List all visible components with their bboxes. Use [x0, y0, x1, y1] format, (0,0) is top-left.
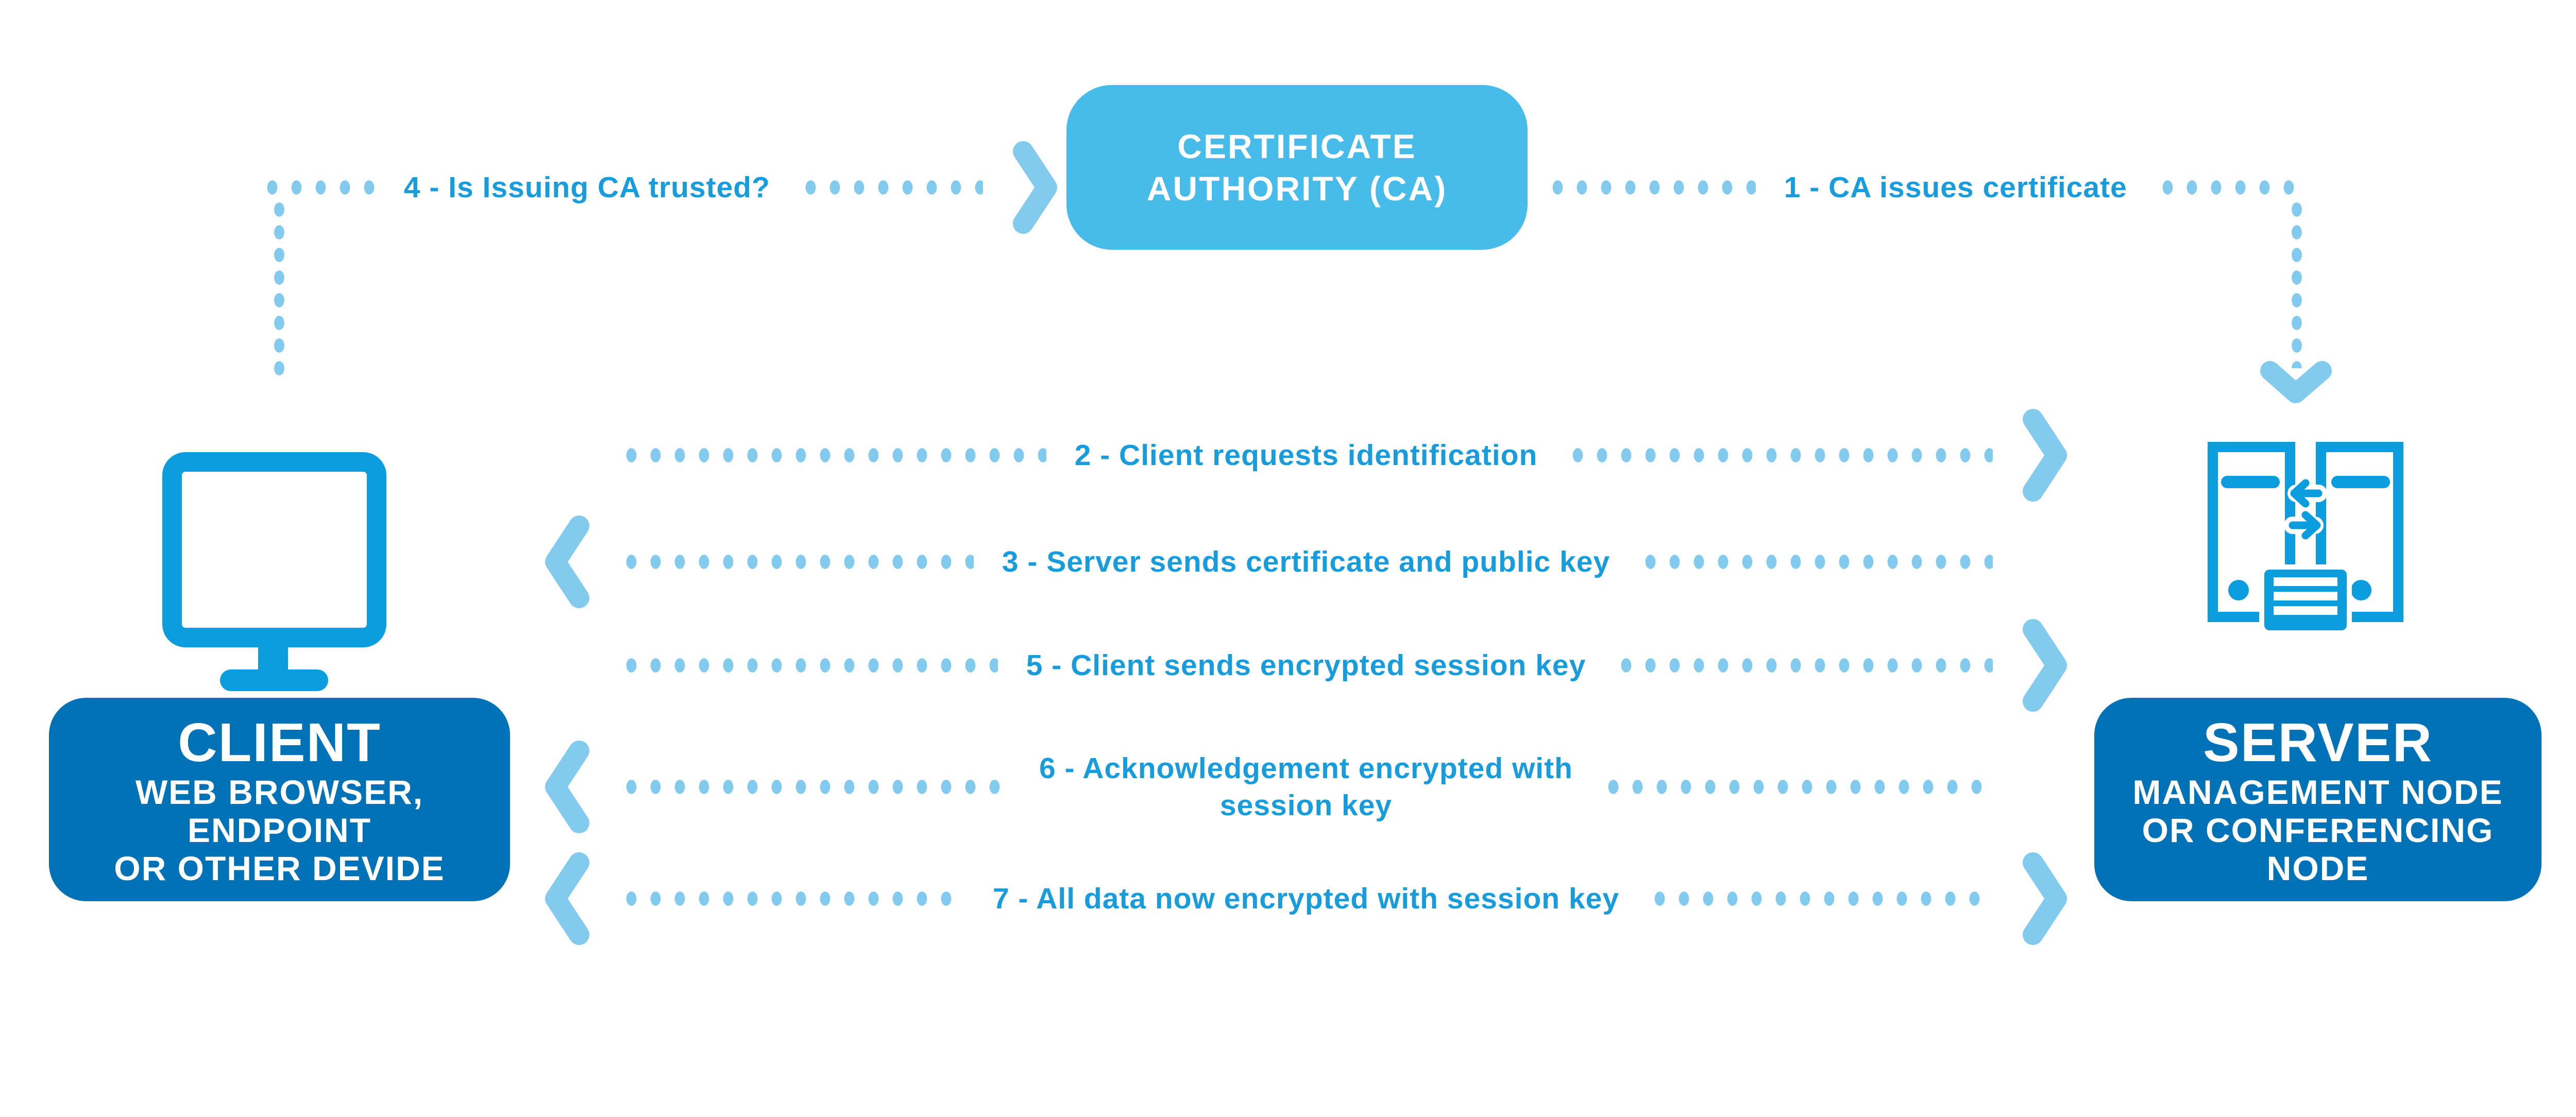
- arrowhead-spacer: [2021, 560, 2069, 564]
- flow-5-label: 5 - Client sends encrypted session key: [1026, 649, 1586, 682]
- dotted-line-segment: [1601, 779, 1993, 795]
- flow-7-arrow: 7 - All data now encrypted with session …: [544, 847, 2069, 950]
- flow-2-arrow: 2 - Client requests identification: [544, 404, 2069, 507]
- flow-2-label: 2 - Client requests identification: [1074, 439, 1538, 472]
- server-subtitle-3: NODE: [2266, 849, 2369, 887]
- ca-label-line2: AUTHORITY (CA): [1146, 169, 1448, 208]
- dotted-line-segment: [619, 448, 1046, 463]
- client-subtitle-1: WEB BROWSER,: [135, 772, 424, 811]
- flow-1-arrow: 1 - CA issues certificate: [1546, 136, 2306, 239]
- dotted-line-segment: [619, 891, 964, 906]
- dotted-line-segment: [619, 779, 1011, 795]
- arrowhead-spacer: [544, 453, 591, 457]
- arrowhead-spacer: [2021, 785, 2069, 789]
- server-towers-icon: [2208, 442, 2403, 634]
- dotted-line-segment: [798, 180, 983, 195]
- server-node: SERVER MANAGEMENT NODE OR CONFERENCING N…: [2094, 698, 2541, 901]
- flow-6-arrow: 6 - Acknowledgement encrypted with sessi…: [544, 735, 2069, 838]
- dotted-line-segment: [619, 554, 974, 570]
- flow-6-label: 6 - Acknowledgement encrypted with sessi…: [1039, 750, 1573, 824]
- arrowhead-right-icon: [2023, 852, 2067, 945]
- arrowhead-down-icon: [2260, 361, 2332, 403]
- client-title: CLIENT: [178, 712, 381, 773]
- dotted-line-segment: [619, 658, 998, 673]
- flow-7-label: 7 - All data now encrypted with session …: [992, 882, 1620, 915]
- vertical-dotted-line-server: [2289, 198, 2304, 368]
- dotted-line-segment: [1546, 180, 1756, 195]
- dotted-line-segment: [2155, 180, 2306, 195]
- server-subtitle-1: MANAGEMENT NODE: [2132, 772, 2503, 811]
- ca-label-line1: CERTIFICATE: [1177, 127, 1417, 165]
- server-title: SERVER: [2203, 712, 2433, 773]
- arrowhead-right-icon: [2023, 619, 2067, 712]
- arrowhead-left-icon: [545, 852, 589, 945]
- arrowhead-left-icon: [545, 741, 589, 833]
- arrowhead-right-icon: [1013, 141, 1057, 234]
- flow-3-label: 3 - Server sends certificate and public …: [1002, 545, 1611, 578]
- flow-6-label-line1: 6 - Acknowledgement encrypted with: [1039, 752, 1573, 785]
- client-subtitle-2: ENDPOINT: [187, 811, 372, 849]
- arrowhead-spacer: [544, 663, 591, 667]
- client-subtitle-3: OR OTHER DEVIDE: [114, 849, 445, 887]
- arrowhead-left-icon: [545, 515, 589, 608]
- certificate-authority-node: CERTIFICATE AUTHORITY (CA): [1066, 85, 1528, 250]
- vertical-dotted-line-client: [272, 198, 287, 381]
- dotted-line-segment: [1566, 448, 1993, 463]
- client-node: CLIENT WEB BROWSER, ENDPOINT OR OTHER DE…: [49, 698, 510, 901]
- flow-1-label: 1 - CA issues certificate: [1784, 171, 2127, 204]
- dotted-line-segment: [1648, 891, 1993, 906]
- dotted-line-segment: [1638, 554, 1993, 570]
- flow-4-label: 4 - Is Issuing CA trusted?: [403, 171, 770, 204]
- dotted-line-segment: [260, 180, 376, 195]
- flow-6-label-line2: session key: [1219, 789, 1393, 822]
- server-subtitle-2: OR CONFERENCING: [2142, 811, 2494, 849]
- flow-3-arrow: 3 - Server sends certificate and public …: [544, 510, 2069, 613]
- flow-5-arrow: 5 - Client sends encrypted session key: [544, 614, 2069, 717]
- client-monitor-icon: [162, 452, 386, 691]
- arrowhead-right-icon: [2023, 409, 2067, 502]
- flow-4-arrow: 4 - Is Issuing CA trusted?: [260, 136, 1059, 239]
- dotted-line-segment: [1614, 658, 1993, 673]
